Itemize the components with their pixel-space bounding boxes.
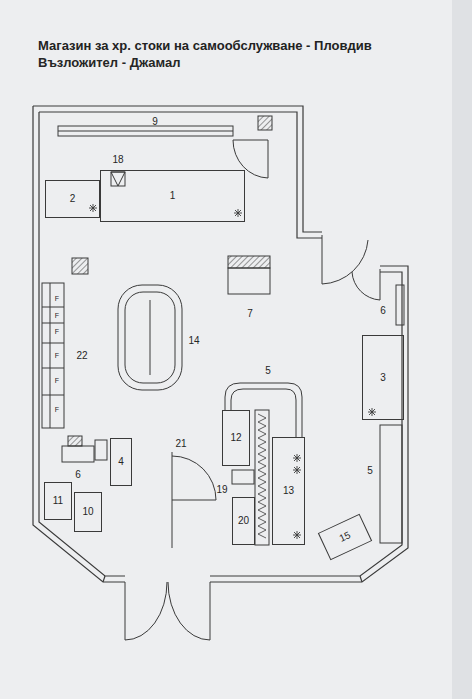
paper-fold [452,0,472,699]
subtitle: Възложител - Джамал [38,56,180,70]
fixture-box: 20 [232,497,255,545]
fixture-box: 4 [110,438,132,486]
star-symbols [89,204,376,539]
walls [33,106,408,582]
callout-number: 12 [230,433,241,443]
callout-number: 18 [112,154,123,165]
shelf-mark: F [55,377,59,385]
zigzag [258,414,266,538]
callout-number: 4 [118,457,124,467]
fixture-box: 2 [45,180,100,218]
fixture-box: 11 [44,482,72,520]
shelf-mark: F [55,406,59,414]
title: Магазин за хр. стоки на самообслужване -… [38,38,372,53]
callout-number: 21 [175,438,186,449]
callout-number: 19 [216,484,227,495]
callout-number: 5 [367,465,373,476]
callout-number: 11 [53,496,63,506]
callout-number: 9 [152,116,158,127]
shelf-mark: F [55,312,59,320]
callout-number: 14 [188,335,199,346]
callout-number: 6 [75,469,81,480]
shelf-mark: F [55,295,59,303]
shelf-mark: F [55,352,59,360]
fixture-box: 10 [74,492,102,532]
fixtures [42,116,404,545]
callout-number: 20 [238,516,249,526]
callout-number: 15 [338,530,352,544]
callout-number: 3 [380,373,386,383]
callout-number: 1 [170,191,176,201]
callout-number: 22 [76,350,87,361]
callout-number: 13 [283,486,294,496]
callout-number: 5 [265,365,271,376]
fixture-box: 13 [272,437,305,545]
fixture-box: 12 [222,410,250,466]
callout-number: 7 [247,308,253,319]
shelf-mark: F [55,328,59,336]
callout-number: 6 [380,305,386,316]
fixture-box: 1 [100,170,245,222]
shelf-strip [258,414,266,538]
callout-number: 10 [82,507,93,517]
doors [125,140,380,640]
callout-number: 2 [70,194,76,204]
fixture-box: 3 [362,335,404,420]
